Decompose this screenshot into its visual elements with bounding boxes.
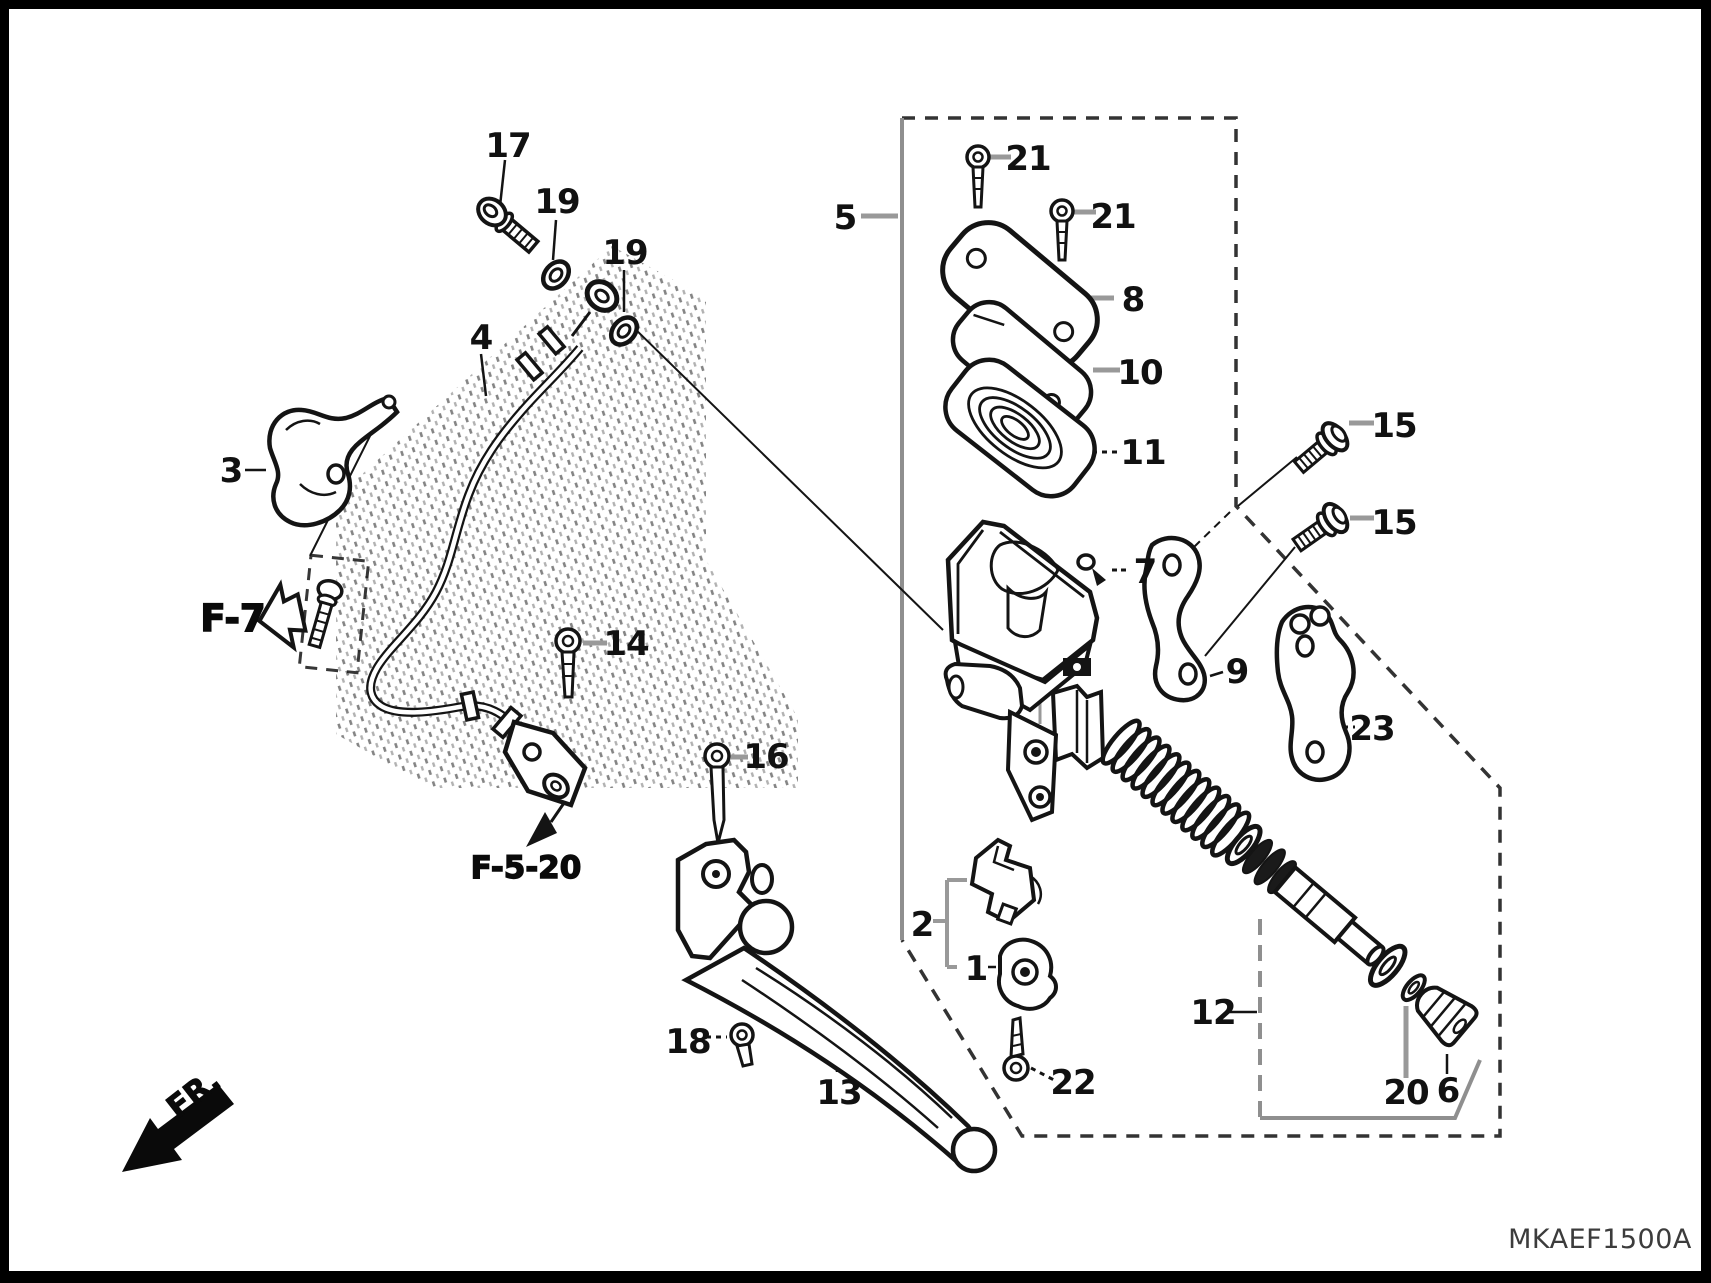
diaphragm-11	[943, 357, 1097, 499]
callout-9: 9	[1226, 652, 1249, 692]
callout-10: 10	[1117, 353, 1163, 393]
master-cylinder-body	[943, 519, 1106, 823]
joint-piece-1	[997, 937, 1058, 1011]
callout-14: 14	[603, 624, 649, 664]
callout-13: 13	[816, 1073, 861, 1113]
callout-23: 23	[1349, 709, 1394, 749]
spring	[1100, 718, 1252, 858]
callout-3: 3	[220, 451, 243, 491]
callout-4: 4	[470, 318, 493, 358]
screw-21b	[1049, 198, 1075, 262]
callout-layer: 1719194314161813521218101171515923212212…	[220, 126, 1461, 1113]
callout-2: 2	[911, 905, 934, 945]
callout-1: 1	[965, 949, 988, 989]
boot-6	[1415, 985, 1479, 1048]
screw-16	[703, 742, 731, 844]
callout-20: 20	[1383, 1073, 1429, 1113]
piston-set-12	[1100, 718, 1479, 1048]
callout-6: 6	[1437, 1071, 1460, 1111]
callout-16: 16	[743, 737, 788, 777]
ref-f7: F-7	[200, 597, 265, 640]
front-direction-arrow	[122, 1084, 234, 1172]
callout-18: 18	[665, 1022, 710, 1062]
screw-21a	[965, 144, 991, 209]
ref-f5-20: F-5-20	[471, 850, 582, 886]
stipple-shading	[336, 246, 798, 788]
callout-19a: 19	[534, 182, 579, 222]
callout-11: 11	[1120, 433, 1165, 473]
lever-holder-23	[1274, 604, 1356, 782]
callout-22: 22	[1050, 1063, 1095, 1103]
brake-lever-13	[675, 837, 998, 1174]
callout-21b: 21	[1090, 197, 1135, 237]
screw-22	[1002, 1016, 1030, 1082]
callout-15a: 15	[1371, 406, 1416, 446]
flange-bolt-15a	[1292, 421, 1350, 475]
banjo-bolt-17	[476, 196, 541, 255]
diagram-code: MKAEF1500A	[1508, 1224, 1692, 1255]
callout-12: 12	[1190, 993, 1235, 1033]
screw-14	[554, 627, 582, 699]
callout-5: 5	[834, 198, 857, 238]
washer-20	[1400, 973, 1427, 1003]
callout-15b: 15	[1371, 503, 1416, 543]
callout-17: 17	[485, 126, 530, 166]
callout-7: 7	[1134, 552, 1157, 592]
callout-8: 8	[1122, 280, 1145, 320]
hose-clamp-bracket-3	[267, 394, 400, 528]
flange-bolt-15b	[1290, 501, 1350, 553]
washer-19a	[540, 259, 572, 291]
brake-hose-4	[366, 279, 620, 808]
pivot-screw-18	[729, 1022, 755, 1068]
callout-21a: 21	[1005, 139, 1050, 179]
leader-lines-gray	[583, 154, 1409, 1078]
callout-19b: 19	[602, 233, 647, 273]
f7-bolt-box	[297, 553, 371, 675]
handlebar-clamp-9	[1142, 535, 1208, 703]
bleeder-screw-7	[1076, 553, 1106, 586]
assembly-boundary	[900, 116, 1502, 1138]
f7-arrow-icon	[256, 579, 308, 653]
brake-switch-2	[969, 837, 1042, 926]
washer-19b	[608, 315, 640, 347]
f520-arrow-icon	[526, 802, 566, 847]
